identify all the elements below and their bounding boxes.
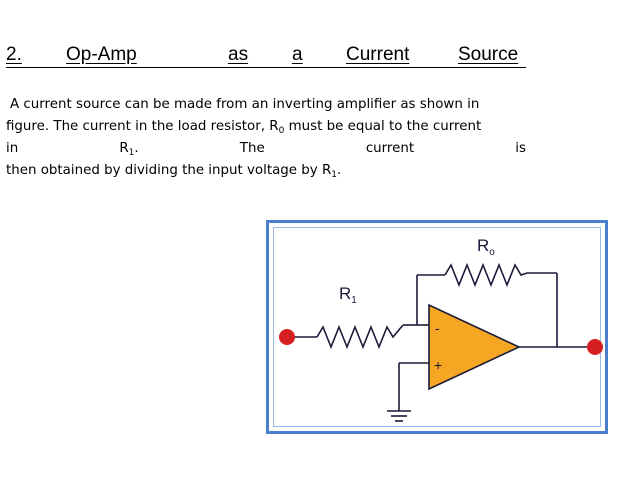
heading-word-source: Source bbox=[458, 44, 519, 65]
output-terminal bbox=[587, 339, 603, 355]
r1-label: R1 bbox=[339, 284, 357, 306]
input-resistor-r1 bbox=[316, 324, 404, 350]
line2-sub: 0 bbox=[278, 126, 285, 136]
line3-word-is: is bbox=[515, 141, 526, 156]
circuit-diagram: R1 Ro - + bbox=[279, 236, 603, 422]
feedback-resistor-ro bbox=[444, 262, 528, 288]
plus-sign: + bbox=[434, 357, 442, 373]
minus-sign: - bbox=[435, 320, 440, 336]
input-terminal bbox=[279, 329, 295, 345]
ro-label: Ro bbox=[477, 236, 495, 258]
paragraph-line-3: in R1. The current is bbox=[6, 138, 526, 160]
line2-suffix: must be equal to the current bbox=[284, 119, 482, 134]
line3-word-in: in bbox=[6, 141, 19, 156]
line3-r: R bbox=[119, 141, 129, 156]
heading-number: 2. bbox=[6, 44, 22, 65]
paragraph-line-4: then obtained by dividing the input volt… bbox=[6, 160, 526, 182]
line3-r-after: . bbox=[134, 141, 139, 156]
heading-word-a: a bbox=[292, 44, 303, 65]
heading-underline bbox=[6, 67, 526, 68]
paragraph-line-1: A current source can be made from an inv… bbox=[10, 97, 480, 112]
line3-word-the: The bbox=[239, 141, 265, 156]
body-paragraph: A current source can be made from an inv… bbox=[6, 94, 526, 182]
heading-word-as: as bbox=[228, 44, 249, 65]
figure-inner-border bbox=[273, 227, 601, 427]
line3-r1: R1. bbox=[119, 138, 138, 160]
heading-word-opamp: Op-Amp bbox=[66, 44, 137, 65]
line3-r-sub: 1 bbox=[128, 148, 135, 158]
opamp-triangle bbox=[428, 303, 521, 391]
paragraph-line-2: figure. The current in the load resistor… bbox=[6, 116, 526, 138]
line4-prefix: then obtained by dividing the input volt… bbox=[6, 163, 332, 178]
heading: 2. Op-Amp as a Current Source bbox=[6, 44, 526, 72]
line2-prefix: figure. The current in the load resistor… bbox=[6, 119, 279, 134]
line3-word-current: current bbox=[365, 141, 415, 156]
circuit-figure: R1 Ro - + bbox=[266, 220, 608, 434]
line4-sub: 1 bbox=[331, 170, 338, 180]
line4-suffix: . bbox=[337, 163, 342, 178]
heading-word-current: Current bbox=[346, 44, 410, 65]
